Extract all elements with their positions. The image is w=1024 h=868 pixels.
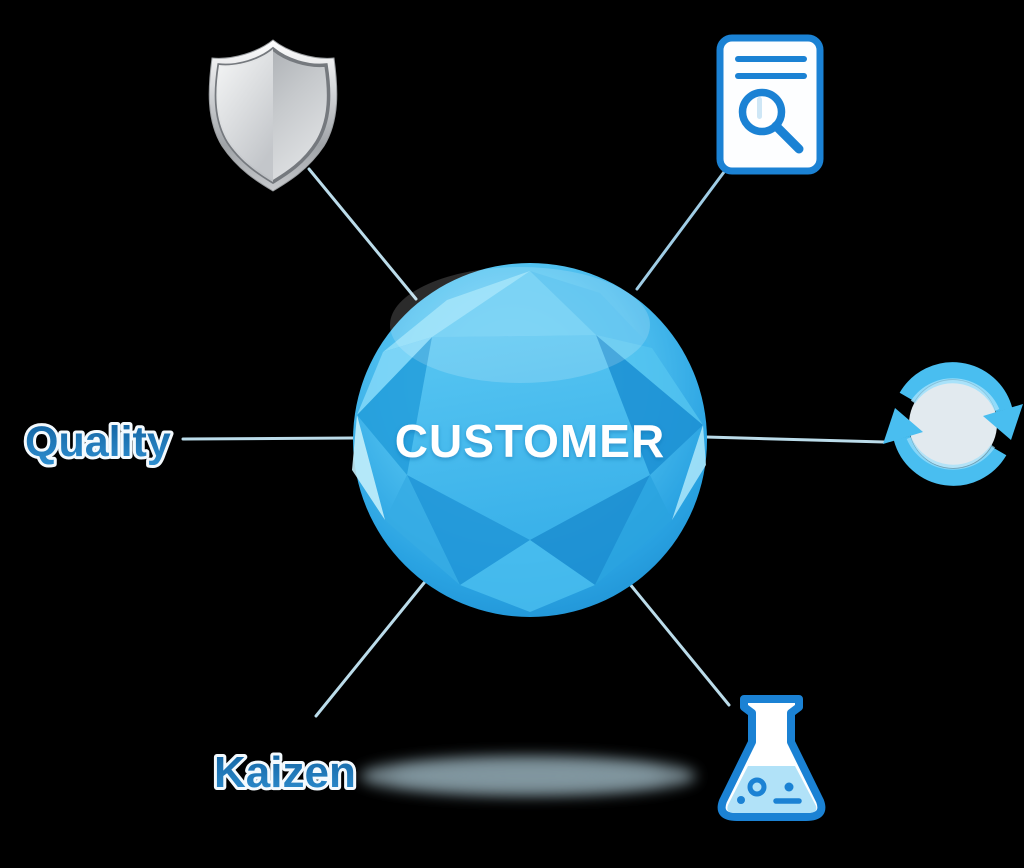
connector-line-flask <box>627 581 731 707</box>
sphere-floor-shadow <box>360 756 696 796</box>
refresh-icon <box>883 362 1023 486</box>
connector-line-quality <box>181 436 355 441</box>
customer-label: CUSTOMER <box>395 415 665 467</box>
quality-label: Quality <box>25 418 171 466</box>
connector-line-shield <box>307 167 418 301</box>
flask-icon <box>717 695 826 821</box>
connector-line-kaizen <box>314 576 430 718</box>
connector-line-document <box>635 170 726 291</box>
connector-lines <box>181 167 886 718</box>
document-search-icon <box>716 34 824 175</box>
kaizen-label: Kaizen <box>214 748 356 797</box>
customer-sphere: CUSTOMER <box>352 263 707 617</box>
shield-icon <box>208 39 338 192</box>
connector-line-refresh <box>704 435 886 444</box>
